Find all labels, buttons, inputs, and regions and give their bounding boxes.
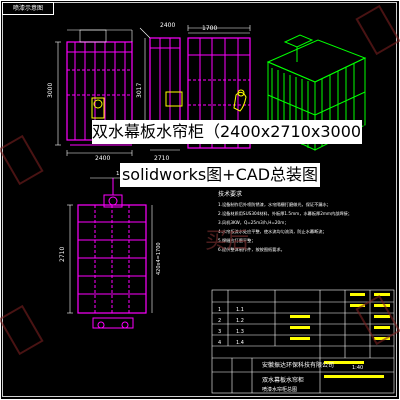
title-block-scale: 1:40 [352, 365, 363, 371]
dim-left-3000: 3000 [47, 83, 54, 98]
watermark-stamps [0, 4, 400, 356]
notes-line-6: 6.提供整体制作件，按按图纸要求。 [218, 246, 285, 253]
title-block-company: 安徽振达环保科技有限公司 [262, 361, 334, 369]
dim-low-right-420: 420x4=1700 [156, 242, 162, 275]
watermark-text: 买后 [205, 229, 249, 254]
dim-low-left-2710: 2710 [59, 247, 66, 262]
part-2-name: 1.2 [236, 318, 244, 324]
part-1-name: 1.1 [236, 307, 244, 313]
notes-title: 技术要求 [218, 190, 242, 198]
title-block-drawing-name: 双水幕板水帘柜 [262, 376, 304, 384]
caption-product-name: 双水幕板水帘柜（2400x2710x3000） [92, 120, 377, 144]
sheet-title-tab: 喷漆示意图 [2, 2, 54, 15]
title-block [211, 289, 395, 394]
part-4-name: 1.4 [236, 340, 244, 346]
front-view-bottom [67, 177, 153, 329]
dim-bottom-2710: 2710 [154, 155, 169, 162]
caption-file-formats: solidworks图+CAD总装图 [120, 163, 320, 187]
notes-line-5: 5.焊缝应打磨平整； [218, 237, 256, 244]
dim-bottom-2400: 2400 [95, 155, 110, 162]
dim-left-3017: 3017 [136, 83, 143, 98]
notes-line-3: 3.风机3KW，Q=25m3/h,H=20m； [218, 219, 289, 226]
part-3-no: 3 [218, 329, 221, 335]
inner-border [2, 2, 397, 397]
title-block-yellow-marks [290, 293, 390, 378]
part-1-no: 1 [218, 307, 221, 313]
dim-plan-1700: 1700 [202, 25, 217, 32]
notes-line-1: 1.设备制作后外喷防锈漆，水帘隔栅打磨做光，保证不漏水； [218, 201, 331, 208]
part-2-no: 2 [218, 318, 221, 324]
part-3-name: 1.3 [236, 329, 244, 335]
notes-line-2: 2.设备材质用SUS304材料，外板厚1.5mm，水幕板厚2mm内部焊接； [218, 210, 352, 217]
title-block-drawing-name-2: 喷漆水帘柜总图 [262, 386, 297, 393]
dim-plan-2400: 2400 [160, 22, 175, 29]
notes-line-4: 4.水帘板流水处应平整，使水流均匀流淌，防止水幕断流； [218, 228, 327, 235]
part-4-no: 4 [218, 340, 221, 346]
